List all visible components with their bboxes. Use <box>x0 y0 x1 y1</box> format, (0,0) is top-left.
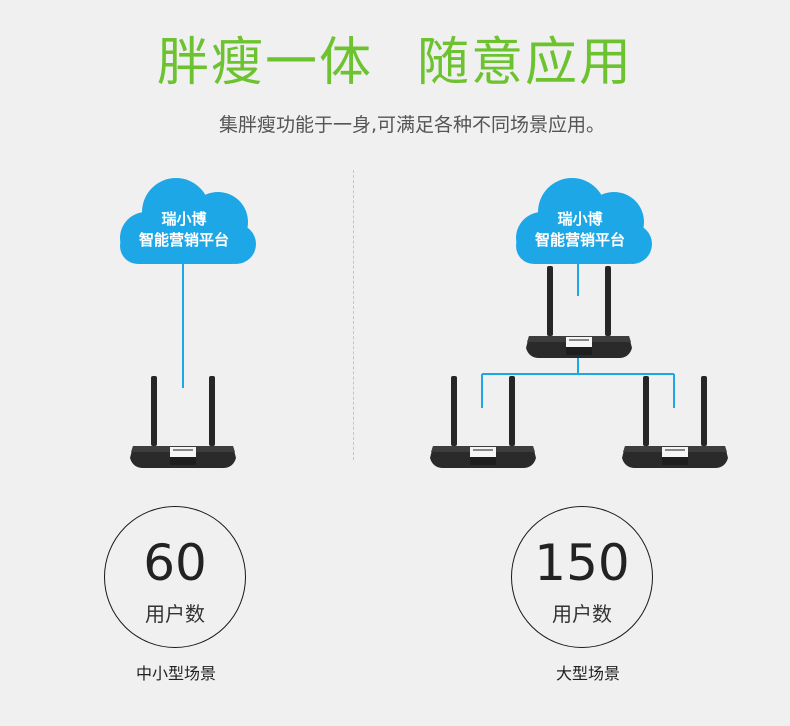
page-title: 胖瘦一体随意应用 <box>0 28 790 98</box>
right-user-label: 用户数 <box>552 602 612 626</box>
left-router <box>130 376 236 468</box>
section-divider <box>353 170 354 460</box>
title-part2: 随意应用 <box>417 33 634 93</box>
right-cloud-line2: 智能营销平台 <box>534 231 625 249</box>
left-cloud-label: 瑞小博 智能营销平台 <box>124 209 244 251</box>
page-subtitle: 集胖瘦功能于一身,可满足各种不同场景应用。 <box>218 114 606 136</box>
right-user-count: 150 <box>534 534 630 592</box>
right-user-count-circle: 150 用户数 <box>511 506 653 648</box>
left-user-count-circle: 60 用户数 <box>104 506 246 648</box>
left-user-label: 用户数 <box>145 602 205 626</box>
right-scene-label: 大型场景 <box>555 664 620 683</box>
left-user-count: 60 <box>143 534 207 592</box>
right-cloud-line1: 瑞小博 <box>557 210 603 228</box>
left-scene-label: 中小型场景 <box>135 664 216 683</box>
title-part1: 胖瘦一体 <box>156 33 373 93</box>
right-cloud-label: 瑞小博 智能营销平台 <box>520 209 640 251</box>
left-cloud-line2: 智能营销平台 <box>138 231 229 249</box>
left-cloud-line1: 瑞小博 <box>161 210 207 228</box>
